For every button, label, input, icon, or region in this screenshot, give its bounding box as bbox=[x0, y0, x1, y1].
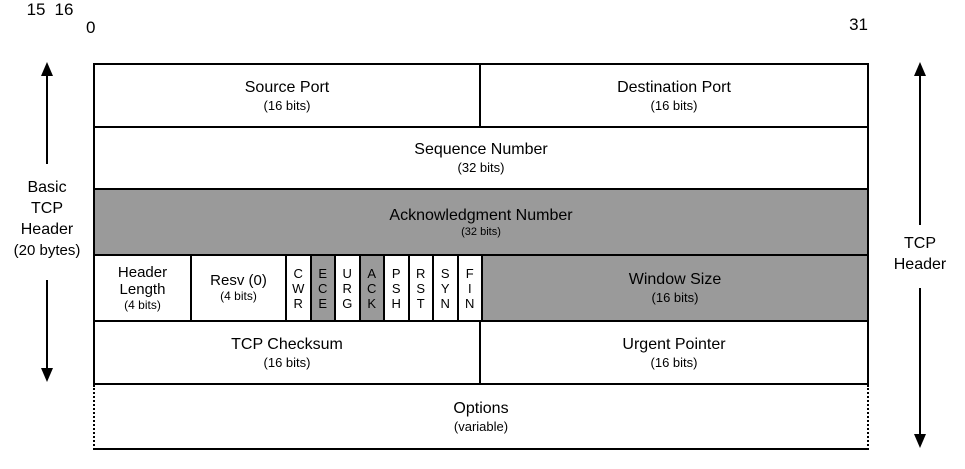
flag-cwr: C W R bbox=[287, 256, 312, 320]
down-arrow-icon bbox=[41, 280, 53, 382]
flag-fin: F I N bbox=[459, 256, 483, 320]
flag-letter: Y bbox=[440, 280, 450, 296]
bit-label-0: 0 bbox=[86, 18, 96, 37]
bit-label-31: 31 bbox=[849, 15, 868, 34]
field-title: TCP Checksum bbox=[231, 335, 343, 353]
field-sequence-number: Sequence Number (32 bits) bbox=[95, 128, 867, 188]
flag-letter: H bbox=[391, 295, 401, 311]
up-arrow-icon bbox=[41, 62, 53, 164]
basic-tcp-header-label-line1: Basic bbox=[27, 179, 67, 196]
field-tcp-checksum: TCP Checksum (16 bits) bbox=[95, 322, 481, 383]
field-title: Header bbox=[117, 263, 168, 281]
field-size: (4 bits) bbox=[220, 289, 257, 303]
flag-letter: U bbox=[342, 265, 352, 281]
row-checksum: TCP Checksum (16 bits) Urgent Pointer (1… bbox=[95, 322, 867, 383]
field-options: Options (variable) bbox=[93, 385, 869, 450]
field-size: (variable) bbox=[453, 418, 509, 434]
tcp-header-label: TCP Header bbox=[873, 233, 965, 275]
field-size: (32 bits) bbox=[457, 160, 505, 175]
field-window-size: Window Size (16 bits) bbox=[483, 256, 867, 320]
flag-letter: S bbox=[440, 265, 450, 281]
flag-letter: R bbox=[342, 280, 352, 296]
basic-tcp-header-label-line2: TCP bbox=[31, 200, 63, 217]
field-title: Acknowledgment Number bbox=[389, 206, 573, 224]
flag-letter: R bbox=[293, 295, 303, 311]
flag-letter: C bbox=[293, 265, 303, 281]
field-title: Resv (0) bbox=[210, 272, 267, 289]
field-size: (16 bits) bbox=[263, 97, 311, 113]
flag-letter: G bbox=[342, 295, 353, 311]
flag-letter: K bbox=[367, 295, 377, 311]
tcp-header-label-line1: TCP bbox=[904, 235, 936, 252]
flag-ece: E C E bbox=[311, 256, 336, 320]
flag-letter: P bbox=[391, 265, 401, 281]
flag-syn: S Y N bbox=[434, 256, 459, 320]
row-sequence-number: Sequence Number (32 bits) bbox=[95, 128, 867, 190]
row-flags: Header Length (4 bits) Resv (0) (4 bits)… bbox=[95, 256, 867, 322]
field-title: Destination Port bbox=[617, 78, 731, 96]
flag-psh: P S H bbox=[385, 256, 410, 320]
field-title: Length bbox=[119, 280, 166, 298]
flag-letter: C bbox=[318, 280, 328, 296]
flag-letter: S bbox=[391, 280, 401, 296]
basic-tcp-header-label-line3: Header bbox=[20, 221, 74, 238]
field-size: (32 bits) bbox=[461, 225, 501, 238]
field-size: (16 bits) bbox=[263, 354, 311, 370]
tcp-header-label-line2: Header bbox=[893, 256, 947, 273]
up-arrow-icon bbox=[914, 62, 926, 225]
flag-letter: E bbox=[318, 265, 328, 281]
flag-letter: A bbox=[367, 265, 377, 281]
field-urgent-pointer: Urgent Pointer (16 bits) bbox=[481, 322, 867, 383]
field-destination-port: Destination Port (16 bits) bbox=[481, 65, 867, 126]
field-source-port: Source Port (16 bits) bbox=[95, 65, 481, 126]
field-size: (16 bits) bbox=[650, 354, 698, 370]
flag-urg: U R G bbox=[336, 256, 361, 320]
row-acknowledgment-number: Acknowledgment Number (32 bits) bbox=[95, 190, 867, 256]
field-title: Urgent Pointer bbox=[622, 335, 726, 353]
flag-letter: I bbox=[467, 280, 472, 296]
bit-label-15: 15 bbox=[26, 0, 46, 19]
flag-ack: A C K bbox=[360, 256, 385, 320]
down-arrow-icon bbox=[914, 288, 926, 448]
bit-label-16: 16 bbox=[54, 0, 74, 19]
tcp-header-table: Source Port (16 bits) Destination Port (… bbox=[93, 63, 869, 385]
field-title: Window Size bbox=[628, 271, 722, 288]
flag-letter: N bbox=[465, 295, 475, 311]
flag-letter: W bbox=[292, 280, 305, 296]
flag-letter: F bbox=[465, 265, 474, 281]
flag-letter: C bbox=[367, 280, 377, 296]
flag-letter: E bbox=[318, 295, 328, 311]
field-title: Options bbox=[453, 399, 509, 417]
flag-letter: S bbox=[416, 280, 426, 296]
field-size: (4 bits) bbox=[124, 297, 161, 312]
field-reserved: Resv (0) (4 bits) bbox=[192, 256, 287, 320]
field-size: (16 bits) bbox=[650, 97, 698, 113]
flag-letter: N bbox=[440, 295, 450, 311]
field-acknowledgment-number: Acknowledgment Number (32 bits) bbox=[95, 190, 867, 254]
field-title: Source Port bbox=[244, 78, 330, 96]
field-title: Sequence Number bbox=[414, 141, 548, 158]
flag-letter: R bbox=[416, 265, 426, 281]
row-ports: Source Port (16 bits) Destination Port (… bbox=[95, 65, 867, 128]
basic-tcp-header-label-line4: (20 bytes) bbox=[13, 242, 81, 259]
basic-tcp-header-label: Basic TCP Header (20 bytes) bbox=[0, 177, 94, 261]
flag-rst: R S T bbox=[410, 256, 434, 320]
field-header-length: Header Length (4 bits) bbox=[95, 256, 192, 320]
bit-label-middle: 15 16 bbox=[0, 0, 100, 20]
flag-letter: T bbox=[416, 295, 425, 311]
field-size: (16 bits) bbox=[651, 290, 699, 305]
